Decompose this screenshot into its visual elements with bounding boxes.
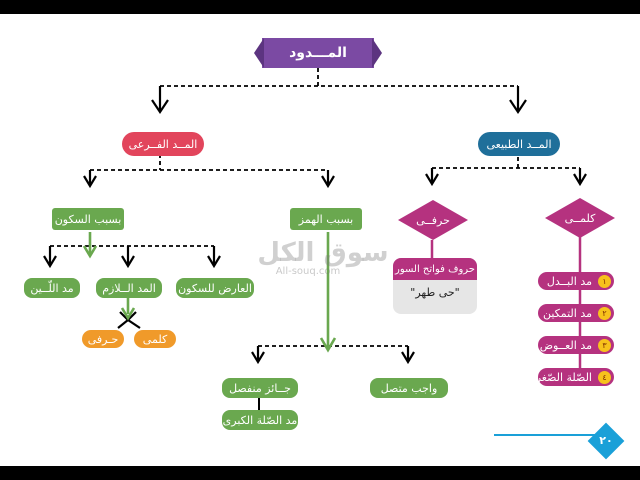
- jaiz-connector: [258, 398, 260, 410]
- natural-madd-label: المــد الطبيعى: [486, 137, 552, 151]
- harfi-diamond: [398, 200, 468, 240]
- fawatih-title: حروف فواتح السور: [395, 263, 475, 275]
- page-title: المـــدود: [262, 38, 374, 68]
- kalmi-label: كلمــى: [564, 211, 596, 225]
- fawatih-box: حروف فواتح السور "حى طهر": [393, 258, 477, 314]
- kalmi-item-badal: مد البــدل ١: [538, 272, 614, 290]
- kalmi-item-iwad: مد العــوض ٣: [538, 336, 614, 354]
- by-hamz-label: بسبب الهمز: [298, 212, 354, 226]
- kalmi-item-tamkeen: مد التمكين ٢: [538, 304, 614, 322]
- item-number: ٤: [598, 371, 611, 384]
- jaiz-munfasil-node: جــائز منفصل: [222, 378, 298, 398]
- fawatih-letters: "حى طهر": [410, 286, 460, 299]
- aarid-sukoon-label: العارض للسكون: [178, 281, 252, 295]
- lazim-harfi-label: حـرفى: [87, 332, 119, 346]
- by-hamz-node: بسبب الهمز: [290, 208, 362, 230]
- item-number: ٣: [598, 339, 611, 352]
- by-sukoon-node: بسبب السكون: [52, 208, 124, 230]
- lazim-kalmi-label: كلمى: [142, 332, 168, 346]
- item-number: ١: [598, 275, 611, 288]
- kalmi-diamond-text: كلمــى: [545, 198, 615, 238]
- kalmi-item-label: مد التمكين: [542, 306, 592, 320]
- kalmi-item-sila-sughra: الصّلة الصّغرى ٤: [527, 368, 614, 386]
- connector-lines: [43, 68, 596, 436]
- title-text: المـــدود: [289, 45, 347, 61]
- kalmi-item-label: مد العــوض: [539, 338, 592, 352]
- by-sukoon-label: بسبب السكون: [54, 212, 122, 226]
- madd-lazim-node: المد الــلازم: [96, 278, 162, 298]
- page-number: ٢٠: [599, 434, 613, 447]
- sila-kubra-node: مد الصّلة الكبرى: [222, 410, 298, 430]
- derived-madd-node: المــد الفــرعى: [122, 132, 204, 156]
- page-number-badge: ٢٠: [587, 422, 625, 460]
- fawatih-header: حروف فواتح السور: [393, 258, 477, 280]
- madd-leen-node: مد اللّــين: [24, 278, 80, 298]
- lazim-kalmi-node: كلمى: [134, 330, 176, 348]
- madd-leen-label: مد اللّــين: [30, 281, 74, 295]
- harfi-diamond-text: حرفــى: [398, 200, 468, 240]
- aarid-sukoon-node: العارض للسكون: [176, 278, 254, 298]
- watermark-main: سوق الكل: [257, 238, 389, 268]
- lazim-harfi-node: حـرفى: [82, 330, 124, 348]
- watermark-sub: All-souq.com: [275, 266, 341, 277]
- jaiz-munfasil-label: جــائز منفصل: [229, 381, 291, 395]
- sila-kubra-label: مد الصّلة الكبرى: [222, 413, 298, 427]
- diagram-canvas: المـــدود المــد الفــرعى المــد الطبيعى…: [0, 14, 640, 466]
- harfi-label: حرفــى: [416, 213, 450, 227]
- wajib-muttasil-node: واجب متصل: [370, 378, 448, 398]
- natural-madd-node: المــد الطبيعى: [478, 132, 560, 156]
- title-banner-tails: [254, 38, 382, 68]
- derived-madd-label: المــد الفــرعى: [128, 137, 198, 151]
- kalmi-item-label: الصّلة الصّغرى: [527, 370, 592, 384]
- item-number: ٢: [598, 307, 611, 320]
- kalmi-diamond: [545, 198, 615, 238]
- wajib-muttasil-label: واجب متصل: [380, 381, 438, 395]
- kalmi-item-label: مد البــدل: [546, 274, 592, 288]
- madd-lazim-label: المد الــلازم: [102, 281, 156, 295]
